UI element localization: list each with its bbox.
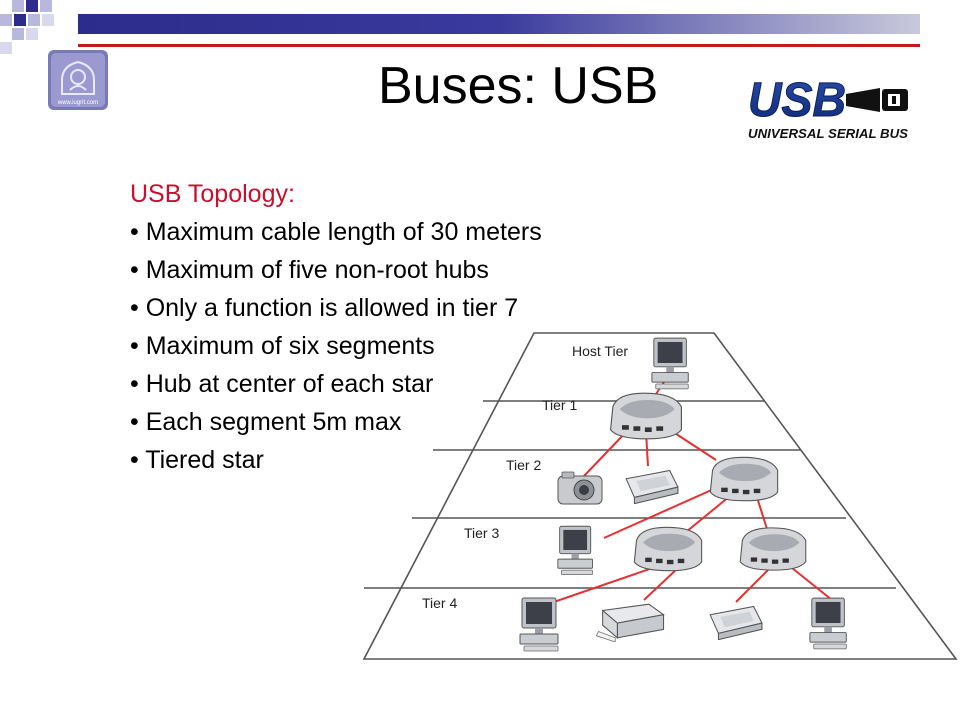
tier-label-3: Tier 3 (464, 525, 499, 541)
tier3-hub-icon (739, 527, 807, 571)
bullet-item: Hub at center of each star (130, 365, 542, 403)
bullet-item: Maximum of five non-root hubs (130, 251, 542, 289)
tier-label-4: Tier 4 (422, 595, 457, 611)
title-underline (78, 44, 920, 47)
tier4-computer-icon (809, 597, 847, 650)
tier4-computer-icon (519, 597, 559, 652)
tier-label-host: Host Tier (572, 343, 628, 359)
tier3-computer-icon (557, 525, 593, 576)
corner-squares-decoration (0, 0, 54, 54)
usb-logo-main-text: USB (748, 74, 846, 127)
bullet-list: Maximum cable length of 30 meters Maximu… (130, 213, 542, 479)
bullet-item: Each segment 5m max (130, 403, 542, 441)
tier-label-1: Tier 1 (542, 397, 577, 413)
usb-logo-sub-text: UNIVERSAL SERIAL BUS (748, 126, 908, 141)
bullet-item: Maximum of six segments (130, 327, 542, 365)
tier3-hub-icon (633, 526, 703, 572)
tier2-camera-icon (557, 471, 603, 505)
bullet-item: Maximum cable length of 30 meters (130, 213, 542, 251)
badge-text: www.iugrit.com (57, 100, 98, 106)
host-computer-icon (651, 337, 689, 390)
usb-tier-pyramid-diagram: Host Tier Tier 1 Tier 2 Tier 3 Tier 4 (362, 332, 958, 660)
bullet-item: Tiered star (130, 441, 542, 479)
usb-plug-icon (846, 88, 880, 112)
slide-body: USB Topology: Maximum cable length of 30… (130, 176, 542, 479)
bullet-item: Only a function is allowed in tier 7 (130, 289, 542, 327)
slide-title: Buses: USB (378, 57, 659, 115)
topology-heading: USB Topology: (130, 180, 295, 208)
usb-logo: USB UNIVERSAL SERIAL BUS (748, 74, 909, 142)
tier2-hub-icon (709, 456, 779, 502)
title-bar-band (78, 14, 920, 34)
tier1-hub-icon (609, 392, 683, 440)
university-logo-icon: www.iugrit.com (48, 50, 108, 110)
tier-label-2: Tier 2 (506, 457, 541, 473)
